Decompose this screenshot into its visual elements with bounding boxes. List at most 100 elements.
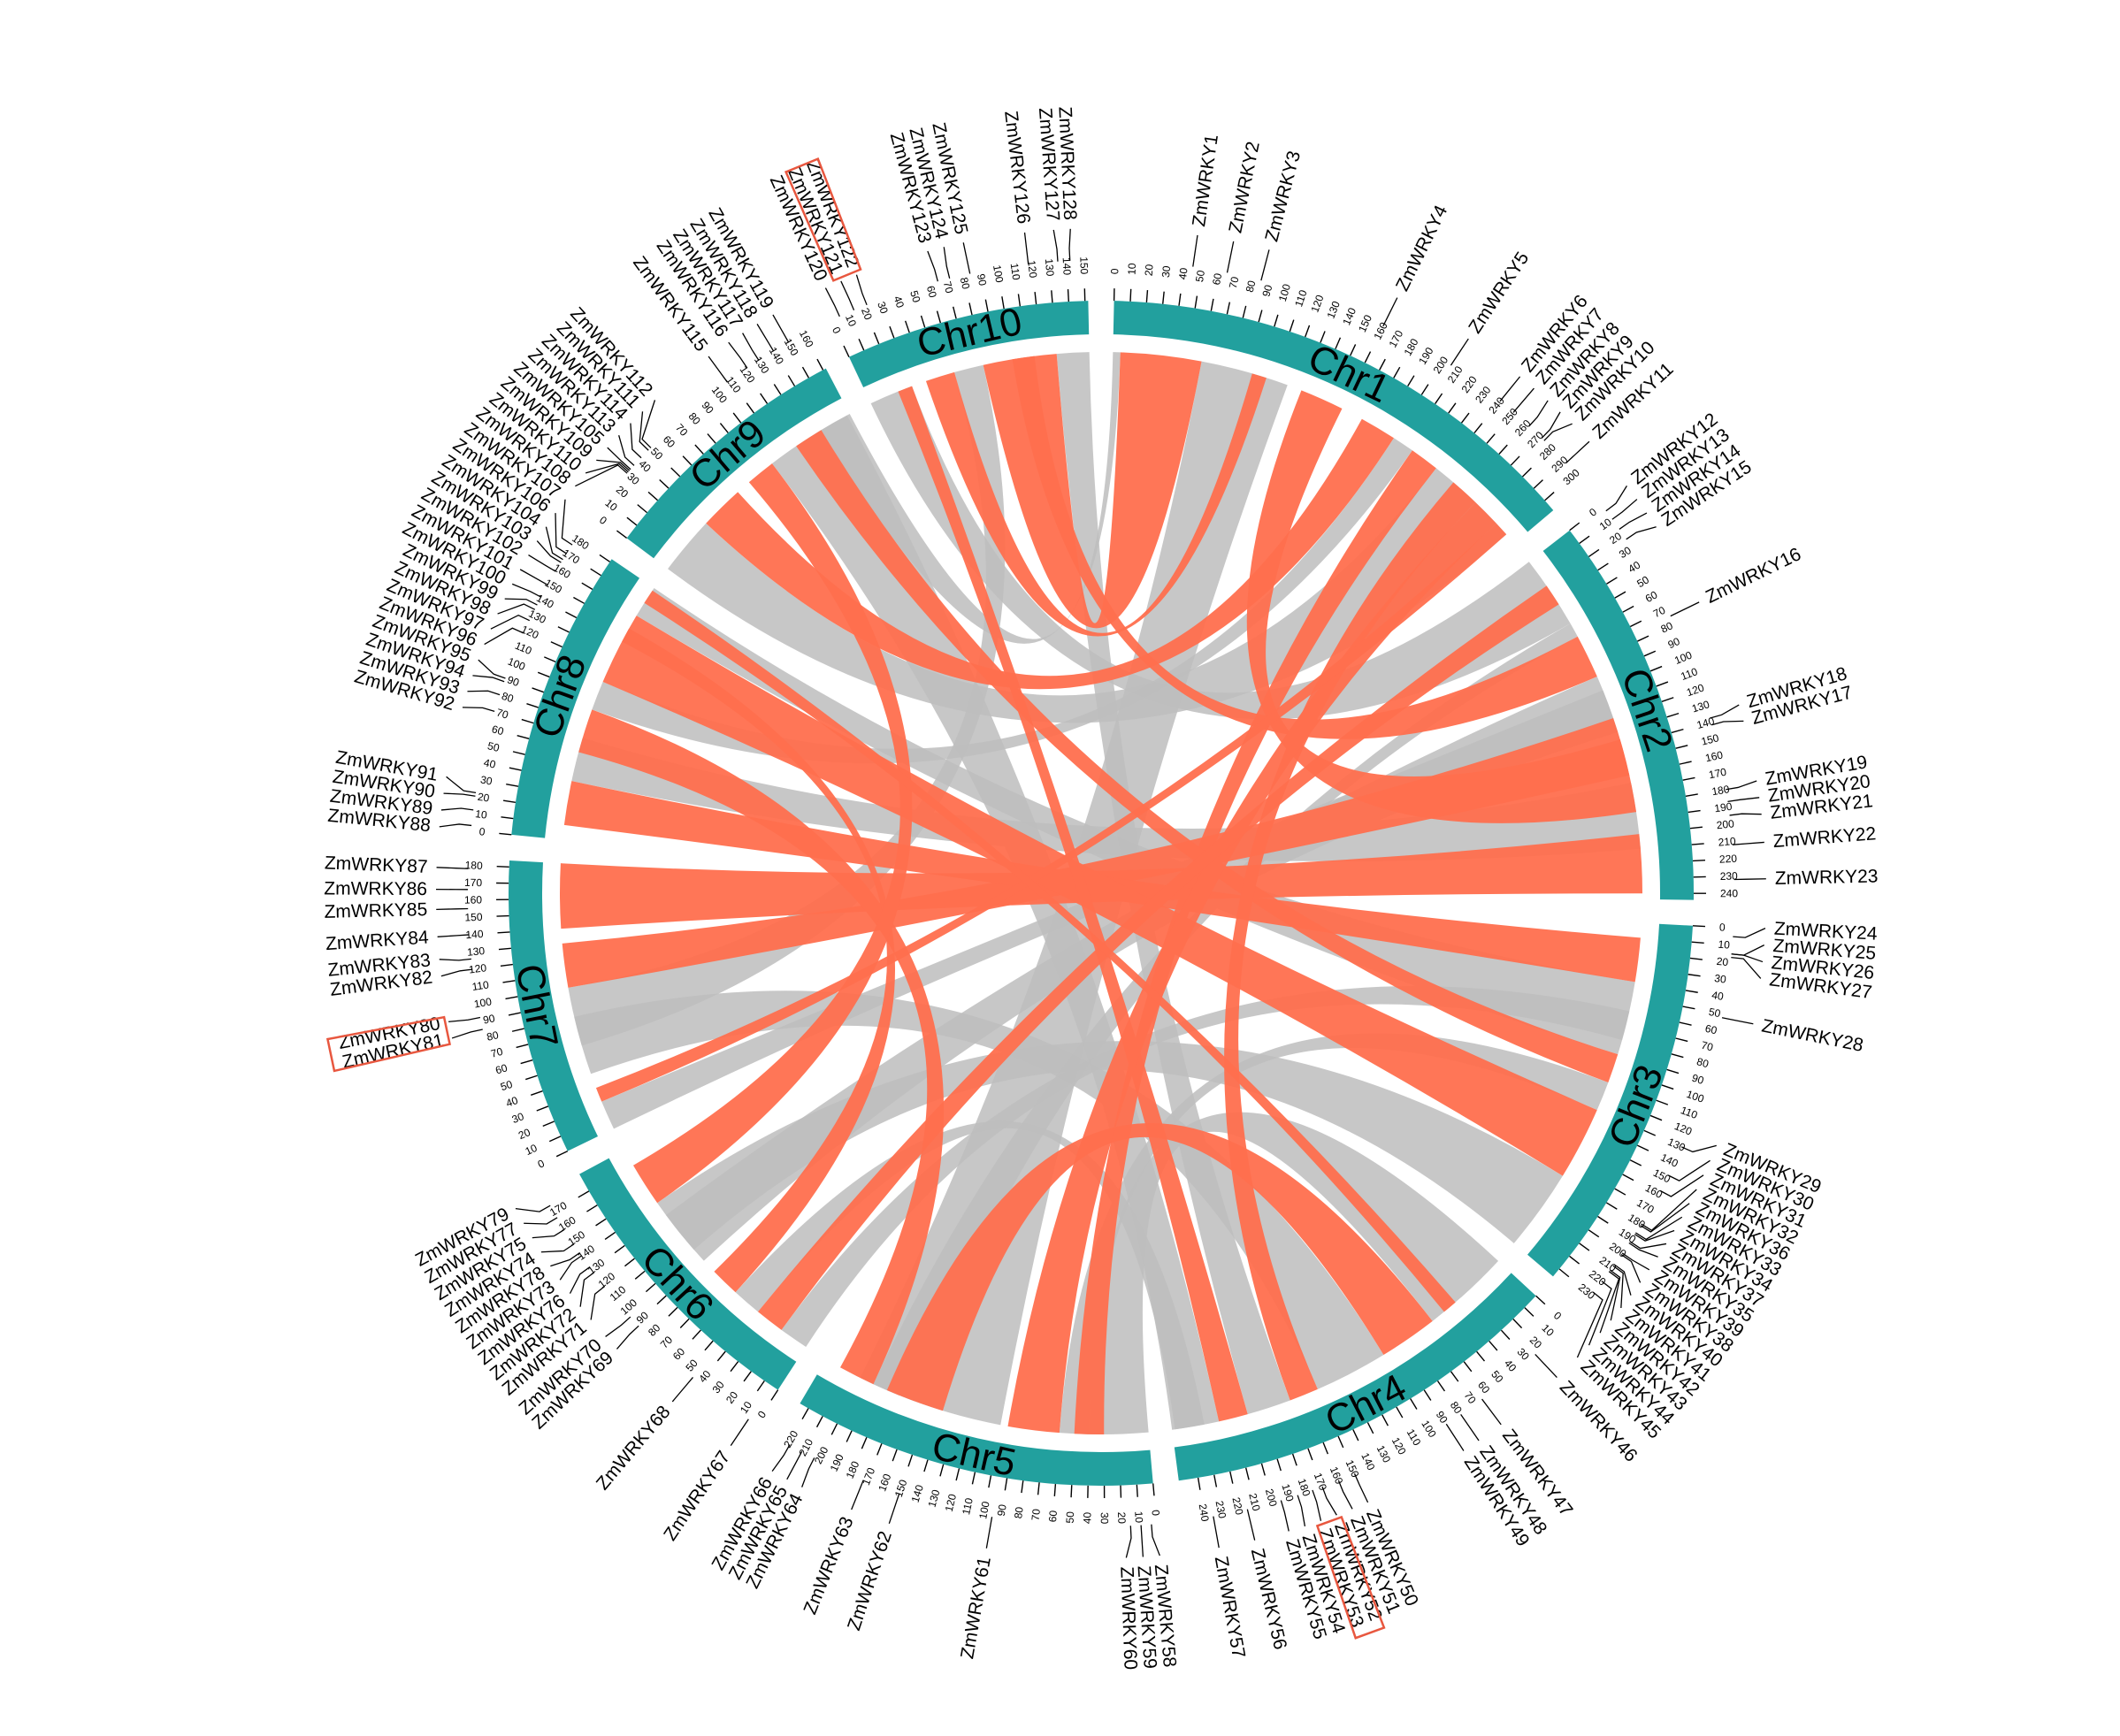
gene-connector xyxy=(730,1419,749,1446)
tick-mark xyxy=(647,491,658,501)
tick-mark xyxy=(1276,1458,1282,1472)
gene-connector xyxy=(575,464,628,487)
tick-label: 100 xyxy=(1419,1418,1439,1440)
tick-mark xyxy=(497,931,510,934)
tick-label: 70 xyxy=(658,1334,676,1351)
gene-label: ZmWRKY23 xyxy=(1775,866,1879,889)
tick-label: 150 xyxy=(566,1228,588,1249)
tick-mark xyxy=(1588,1229,1600,1238)
gene-connector xyxy=(511,583,542,598)
synteny-links-highlighted xyxy=(560,352,1642,1434)
tick-label: 130 xyxy=(1690,698,1711,715)
tick-label: 0 xyxy=(478,825,486,838)
tick-mark xyxy=(1629,1159,1642,1166)
tick-label: 130 xyxy=(752,354,772,376)
tick-label: 90 xyxy=(506,673,522,689)
tick-mark xyxy=(1671,728,1684,734)
tick-mark xyxy=(1512,1319,1523,1329)
tick-label: 90 xyxy=(700,399,716,416)
gene-label: ZmWRKY28 xyxy=(1760,1015,1865,1055)
tick-mark xyxy=(509,767,522,771)
tick-label: 50 xyxy=(1193,269,1207,283)
gene-connector xyxy=(440,968,473,977)
tick-label: 140 xyxy=(767,345,787,367)
gene-connector xyxy=(448,1016,481,1022)
tick-label: 170 xyxy=(561,547,583,567)
tick-label: 30 xyxy=(479,773,494,787)
tick-label: 190 xyxy=(1279,1482,1296,1503)
tick-mark xyxy=(1423,1389,1432,1401)
gene-label: ZmWRKY60 xyxy=(1116,1566,1140,1670)
tick-label: 210 xyxy=(796,1436,815,1458)
tick-mark xyxy=(1688,809,1701,814)
tick-mark xyxy=(659,478,670,489)
gene-connector xyxy=(1445,1423,1465,1451)
tick-label: 20 xyxy=(723,1388,740,1405)
tick-label: 140 xyxy=(909,1483,926,1504)
tick-label: 20 xyxy=(859,306,875,322)
gene-connector xyxy=(550,1251,580,1267)
tick-mark xyxy=(1274,314,1279,327)
tick-mark xyxy=(1666,712,1680,718)
tick-mark xyxy=(858,338,865,351)
tick-mark xyxy=(984,299,989,312)
synteny-link xyxy=(821,352,1121,644)
tick-mark xyxy=(656,1295,667,1305)
tick-label: 80 xyxy=(958,276,973,290)
chromosome-band xyxy=(1174,1273,1536,1481)
tick-label: 10 xyxy=(474,807,487,822)
tick-mark xyxy=(1229,1471,1234,1484)
gene-connector xyxy=(1481,1398,1502,1426)
tick-mark xyxy=(904,320,910,333)
tick-mark xyxy=(770,1389,779,1401)
tick-mark xyxy=(1350,344,1357,356)
chromosome-band xyxy=(579,1158,797,1390)
tick-mark xyxy=(1649,665,1663,672)
tick-mark xyxy=(555,1150,569,1158)
gene-label: ZmWRKY86 xyxy=(324,878,427,899)
gene-connector xyxy=(1297,1495,1306,1526)
tick-label: 10 xyxy=(1539,1322,1557,1340)
tick-label: 20 xyxy=(1527,1334,1545,1351)
tick-label: 200 xyxy=(1431,354,1451,376)
tick-mark xyxy=(1258,310,1263,323)
tick-label: 10 xyxy=(1132,1510,1145,1523)
tick-label: 20 xyxy=(517,1126,532,1142)
tick-label: 150 xyxy=(543,577,565,596)
tick-label: 150 xyxy=(464,911,483,924)
tick-label: 220 xyxy=(781,1428,800,1450)
tick-label: 40 xyxy=(1081,1511,1093,1524)
synteny-link xyxy=(870,386,1571,720)
tick-mark xyxy=(968,302,973,316)
tick-mark xyxy=(1053,1483,1057,1497)
tick-label: 150 xyxy=(1077,256,1091,275)
tick-label: 20 xyxy=(614,483,631,501)
segmental-duplication-link xyxy=(602,616,1597,1176)
tick-label: 130 xyxy=(466,944,486,959)
tick-label: 120 xyxy=(1672,1120,1694,1138)
tick-label: 60 xyxy=(924,284,939,299)
gene-connector xyxy=(1382,297,1398,327)
tick-mark xyxy=(873,332,880,345)
tick-mark xyxy=(1152,1483,1155,1496)
gene-connector xyxy=(462,707,495,713)
tick-label: 60 xyxy=(1704,1022,1718,1037)
tick-label: 70 xyxy=(941,280,956,295)
gene-connector xyxy=(1629,1241,1667,1250)
gene-connector xyxy=(443,792,476,797)
tick-label: 0 xyxy=(1587,506,1599,519)
tick-mark xyxy=(1682,776,1695,781)
tick-label: 0 xyxy=(1108,268,1121,274)
tick-label: 70 xyxy=(1227,275,1242,289)
tick-label: 180 xyxy=(1402,336,1421,358)
tick-mark xyxy=(1679,1021,1692,1026)
tick-mark xyxy=(704,1340,714,1351)
tick-mark xyxy=(920,315,926,328)
segmental-duplication-link xyxy=(886,1123,1433,1411)
tick-label: 10 xyxy=(738,1399,754,1416)
tick-mark xyxy=(988,1475,992,1488)
gene-connector xyxy=(772,314,790,343)
tick-mark xyxy=(1162,291,1165,304)
gene-connector xyxy=(1499,376,1521,402)
